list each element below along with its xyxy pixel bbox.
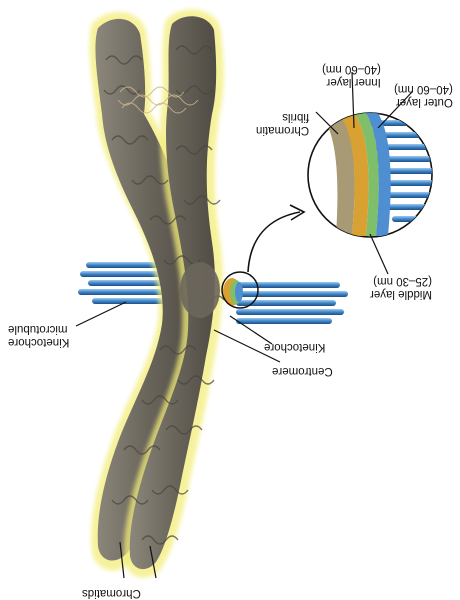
chromatin-fibril-loops bbox=[117, 86, 199, 114]
kinetochore-inset bbox=[307, 112, 433, 238]
label-chromatin-fibrils: Chromatin fibrils bbox=[256, 110, 309, 136]
kinetochore-microtubule-line2: microtubule bbox=[8, 323, 68, 335]
label-kinetochore-microtubule: Kinetochore microtubule bbox=[8, 322, 69, 348]
centromere-text: Centromere bbox=[272, 365, 333, 377]
leader-lines bbox=[75, 71, 413, 579]
label-chromatids: Chromatids bbox=[82, 586, 141, 599]
kinetochore-microtubule-line1: Kinetochore bbox=[8, 336, 70, 348]
label-inner-layer: Inner layer (40–60 nm) bbox=[322, 62, 381, 88]
kinetochore-text: Kinetochore bbox=[264, 341, 326, 353]
label-kinetochore: Kinetochore bbox=[264, 340, 325, 353]
zoom-arrow-head bbox=[289, 204, 306, 221]
chromatin-fibrils-line2: fibrils bbox=[282, 111, 310, 123]
zoom-arrow bbox=[247, 211, 301, 273]
chromatids-text: Chromatids bbox=[82, 587, 141, 599]
outer-layer-band bbox=[364, 113, 391, 236]
middle-layer-line1: Middle layer bbox=[370, 288, 432, 300]
inner-layer-line2: (40–60 nm) bbox=[322, 63, 381, 75]
middle-layer-line2: (25–30 nm) bbox=[373, 275, 432, 287]
inner-layer-line1: Inner layer bbox=[326, 76, 381, 88]
centromere-region bbox=[180, 262, 243, 318]
label-middle-layer: Middle layer (25–30 nm) bbox=[370, 274, 432, 300]
kinetochore-highlight-circle bbox=[221, 271, 259, 309]
inner-layer-band bbox=[336, 113, 369, 236]
label-centromere: Centromere bbox=[272, 364, 333, 377]
outer-layer-line2: (40–60 nm) bbox=[394, 83, 453, 95]
label-outer-layer: Outer layer (40–60 nm) bbox=[394, 82, 453, 108]
right-microtubule-bundle bbox=[236, 282, 348, 324]
middle-layer-band bbox=[352, 113, 379, 236]
outer-layer-line1: Outer layer bbox=[395, 96, 453, 108]
chromatin-fibrils-layer bbox=[318, 113, 355, 236]
chromatin-fibrils-line1: Chromatin bbox=[256, 124, 310, 136]
